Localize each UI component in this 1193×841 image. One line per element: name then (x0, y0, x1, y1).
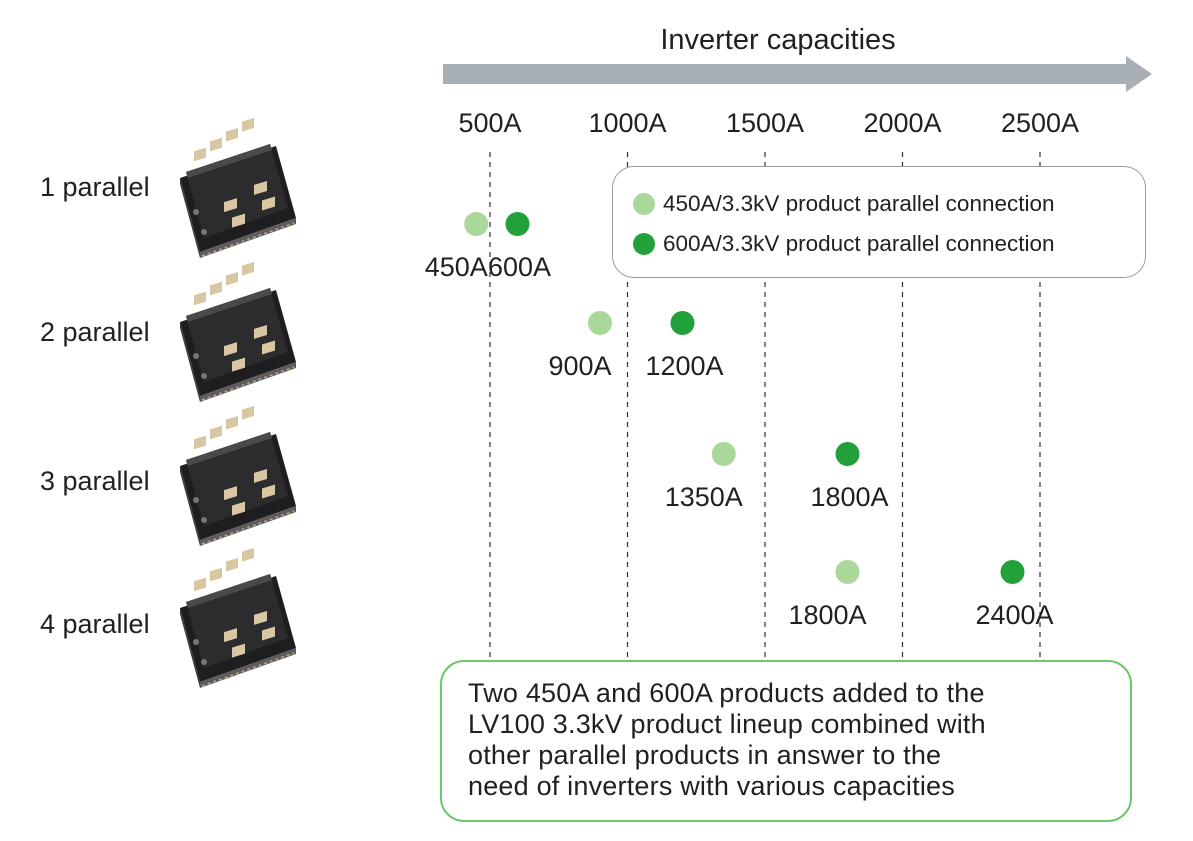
power-module-icon (179, 547, 297, 689)
legend-item-450a: 450A/3.3kV product parallel connection (633, 189, 1055, 219)
data-point-marker (1000, 560, 1025, 584)
data-point-label: 600A (488, 252, 551, 282)
x-tick-label: 1500A (726, 108, 804, 138)
data-point-label: 2400A (975, 600, 1053, 630)
power-module-icon (179, 405, 297, 547)
data-point-label: 1800A (788, 600, 866, 630)
x-tick-label: 1000A (588, 108, 666, 138)
data-point-marker (835, 560, 860, 584)
data-point-marker (835, 442, 860, 466)
callout-line: other parallel products in answer to the (468, 740, 942, 770)
x-axis: 500A 1000A 1500A 2000A 2500A (458, 108, 1079, 138)
x-tick-label: 500A (458, 108, 521, 138)
row-label: 4 parallel (40, 609, 150, 639)
callout-box: Two 450A and 600A products added to the … (440, 660, 1132, 822)
data-point-marker (464, 212, 489, 236)
data-point-label: 1200A (645, 351, 723, 381)
data-point-label: 900A (548, 351, 611, 381)
data-point-marker (711, 442, 736, 466)
data-points: 450A 900A 1350A 1800A 600A 1200A 1800A 2400A (425, 212, 1054, 630)
legend-marker-icon (633, 233, 655, 255)
data-point-marker (505, 212, 530, 236)
legend-marker-icon (633, 193, 655, 215)
data-point-label: 450A (425, 252, 488, 282)
row-labels: 1 parallel 2 parallel 3 parallel 4 parallel (40, 117, 297, 689)
row-label: 1 parallel (40, 172, 150, 202)
chart-title: Inverter capacities (660, 24, 895, 56)
data-point-marker (670, 311, 695, 335)
power-module-icon (179, 117, 297, 259)
legend-label: 600A/3.3kV product parallel connection (663, 231, 1055, 256)
axis-arrow-icon (443, 56, 1152, 92)
legend-item-600a: 600A/3.3kV product parallel connection (633, 229, 1055, 259)
data-point-label: 1800A (810, 482, 888, 512)
callout-line: need of inverters with various capacitie… (468, 771, 955, 801)
callout-line: Two 450A and 600A products added to the (468, 678, 985, 708)
legend-label: 450A/3.3kV product parallel connection (663, 191, 1055, 216)
data-point-label: 1350A (665, 482, 743, 512)
x-tick-label: 2000A (863, 108, 941, 138)
data-point-marker (588, 311, 612, 335)
callout-line: LV100 3.3kV product lineup combined with (468, 709, 986, 739)
row-label: 3 parallel (40, 466, 150, 496)
power-module-icon (179, 261, 297, 403)
legend: 450A/3.3kV product parallel connection 6… (612, 166, 1146, 278)
row-label: 2 parallel (40, 317, 150, 347)
x-tick-label: 2500A (1001, 108, 1079, 138)
